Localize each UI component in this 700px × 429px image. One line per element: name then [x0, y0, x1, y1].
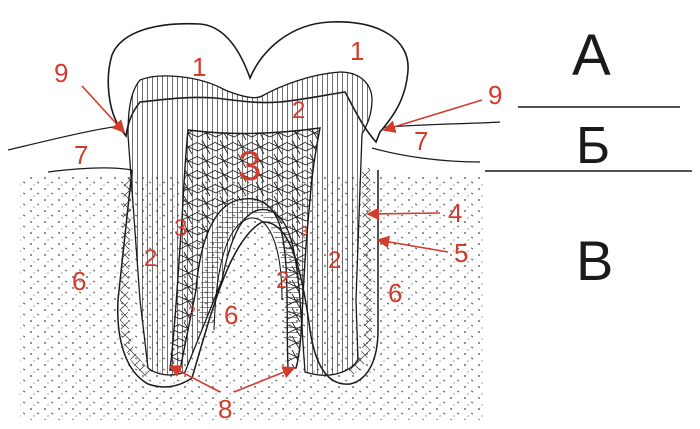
label-neck-left: 9: [54, 58, 68, 88]
label-cementum: 4: [448, 198, 462, 228]
label-pulp-chamber: 3: [238, 142, 261, 189]
label-gum-right: 7: [414, 126, 428, 156]
label-neck-right: 9: [488, 80, 502, 110]
label-pulp-right: 3: [300, 223, 308, 239]
arrow-cementum: [366, 207, 441, 221]
label-bone-left: 6: [72, 266, 86, 296]
label-ligament: 5: [454, 238, 468, 268]
label-gum-left: 7: [74, 140, 88, 170]
cementum-left: [119, 177, 153, 378]
label-dentin-left-outer: 2: [144, 245, 157, 272]
label-dentin-right-outer: 2: [328, 247, 341, 274]
label-bone-middle: 6: [224, 300, 238, 330]
section-label-a: А: [572, 23, 611, 88]
label-enamel-left: 1: [192, 52, 206, 82]
label-bone-right: 6: [388, 278, 402, 308]
label-pulp-left: 3: [174, 215, 187, 242]
pointer-arrows: [81, 85, 483, 393]
interradicular-dentin: [199, 199, 300, 341]
arrow-apex-left: [168, 365, 221, 393]
arrow-neck-left: [81, 85, 126, 134]
arrow-ligament: [376, 235, 449, 253]
label-enamel-right: 1: [350, 36, 364, 66]
numbered-labels: 1 1 2 3 3 3 2 2 2 2 4 5 6 6 6 7 7 9 9 8: [54, 36, 502, 424]
cementum-right: [347, 167, 373, 376]
label-dentin-top: 2: [292, 97, 305, 124]
section-dividers: [485, 106, 692, 172]
label-dentin-right-inner: 2: [276, 267, 289, 294]
root-outline: [117, 169, 379, 388]
label-apex: 8: [218, 394, 232, 424]
label-dentin-left-inner: 2: [188, 303, 196, 319]
arrow-neck-right: [382, 99, 483, 133]
arrow-apex-right: [233, 366, 296, 393]
section-label-b: Б: [576, 117, 610, 175]
tooth: [107, 21, 409, 388]
bone-tissue: [20, 175, 485, 420]
section-label-v: В: [576, 229, 613, 292]
